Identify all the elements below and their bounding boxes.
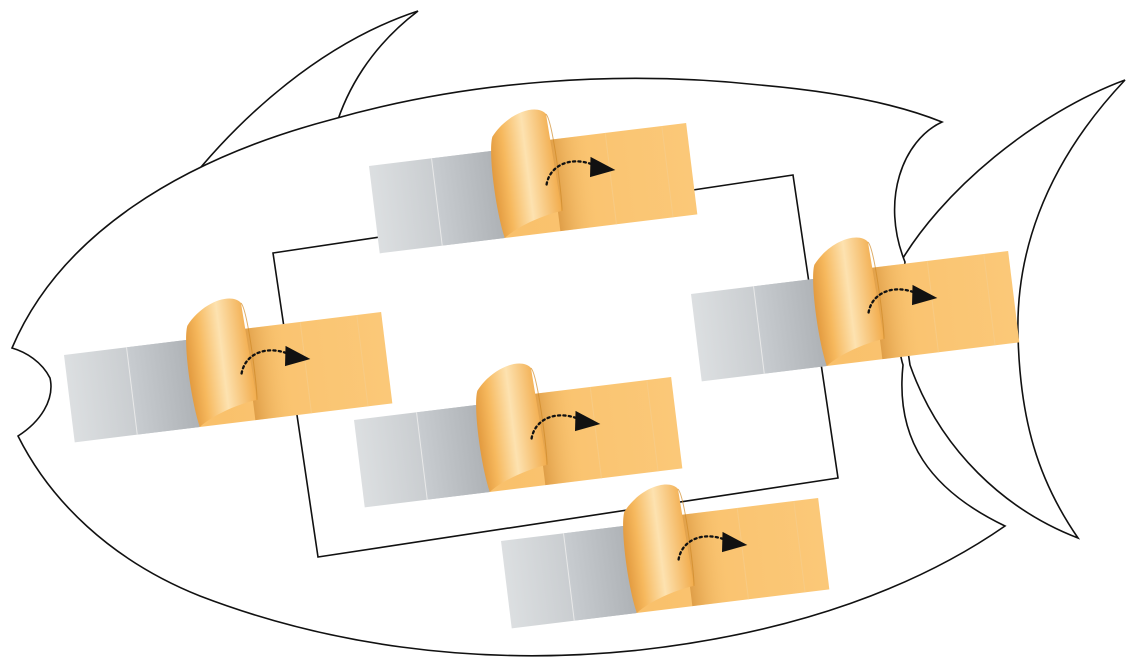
gray-segment <box>126 339 200 435</box>
dotted-curved-arrow-icon <box>867 288 920 314</box>
dotted-curved-arrow-icon <box>240 349 293 375</box>
segment-divider <box>646 379 659 472</box>
segment-divider <box>416 412 428 500</box>
gray-segment <box>753 278 827 374</box>
curl-edge <box>677 488 695 586</box>
segment-divider <box>604 132 617 225</box>
segment-divider <box>736 507 749 600</box>
curl-edge <box>545 113 563 211</box>
dotted-curved-arrow-icon <box>530 414 583 440</box>
segment-divider <box>563 533 575 621</box>
page-curl-icon <box>186 298 257 427</box>
strips-group <box>64 109 1020 629</box>
dotted-curved-arrow-icon <box>545 160 598 186</box>
page-curl-icon <box>813 237 884 366</box>
segment-divider <box>589 386 602 479</box>
segment-divider <box>983 253 996 346</box>
arrow-head-icon <box>285 345 311 367</box>
segment-divider <box>926 260 939 353</box>
strip-top <box>369 109 698 254</box>
curl-edge <box>530 367 548 465</box>
segment-divider <box>126 347 138 435</box>
strip-center <box>354 363 683 508</box>
segment-divider <box>356 314 369 407</box>
segment-divider <box>753 286 765 374</box>
gray-segment <box>416 404 490 500</box>
curl-edge <box>867 241 885 339</box>
arrow-head-icon <box>912 284 938 306</box>
gray-segment <box>431 150 505 246</box>
strip-bottom <box>501 484 830 629</box>
page-curl-icon <box>476 363 547 492</box>
segment-divider <box>661 125 674 218</box>
strip-right <box>691 237 1020 382</box>
segment-divider <box>299 321 312 414</box>
strip-left <box>64 298 393 443</box>
curl-edge <box>240 302 258 400</box>
page-curl-icon <box>491 109 562 238</box>
gray-segment <box>563 525 637 621</box>
segment-divider <box>431 158 443 246</box>
page-curl-icon <box>623 484 694 613</box>
arrow-head-icon <box>575 410 601 432</box>
segment-divider <box>793 500 806 593</box>
arrow-head-icon <box>590 156 616 178</box>
dotted-curved-arrow-icon <box>677 535 730 561</box>
arrow-head-icon <box>722 531 748 553</box>
